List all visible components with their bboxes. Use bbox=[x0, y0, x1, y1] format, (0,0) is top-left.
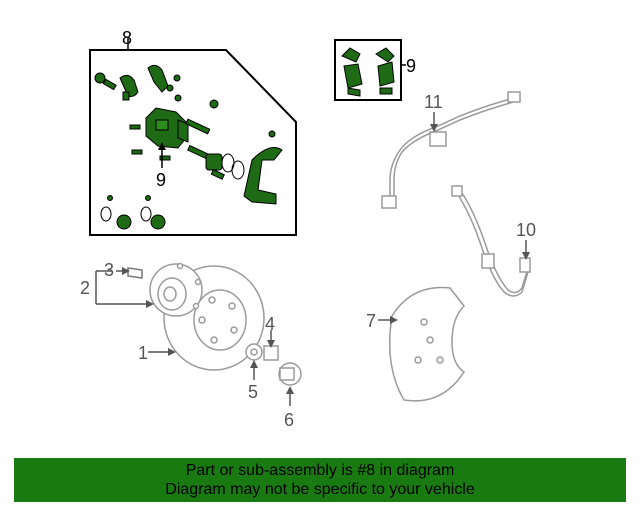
banner-line-2: Diagram may not be specific to your vehi… bbox=[165, 481, 475, 498]
callout-8: 8 bbox=[122, 28, 132, 48]
callout-9: 9 bbox=[406, 56, 416, 76]
callout-1: 1 bbox=[138, 343, 148, 363]
parts-diagram: 8 bbox=[80, 28, 536, 430]
info-banner: Part or sub-assembly is #8 in diagram Di… bbox=[14, 458, 626, 502]
dust-shield-icon bbox=[388, 286, 466, 402]
caliper-assembly-box bbox=[89, 49, 297, 236]
brake-pads-icon bbox=[341, 47, 395, 97]
brake-pads-group[interactable]: 9 bbox=[334, 39, 416, 101]
wheel-hub-icon bbox=[127, 262, 203, 317]
nut-icon bbox=[263, 345, 279, 361]
callout-4: 4 bbox=[265, 314, 275, 334]
callout-7: 7 bbox=[366, 311, 376, 331]
brake-hose-icon bbox=[451, 185, 531, 297]
washer-icon bbox=[245, 343, 263, 361]
brake-caliper-icon bbox=[94, 64, 283, 230]
caliper-assembly-group[interactable]: 8 bbox=[89, 28, 297, 236]
callout-3: 3 bbox=[104, 260, 114, 280]
rotor-hub-group[interactable]: 1 2 3 bbox=[80, 260, 265, 371]
hub-cap-group[interactable]: 6 bbox=[278, 362, 302, 430]
dust-shield-group[interactable]: 7 bbox=[366, 286, 466, 402]
callout-5: 5 bbox=[248, 382, 258, 402]
callout-9-inner: 9 bbox=[156, 170, 166, 190]
abs-sensor-lower-group[interactable]: 10 bbox=[451, 185, 536, 297]
callout-6: 6 bbox=[284, 410, 294, 430]
callout-2: 2 bbox=[80, 278, 90, 298]
washer-nut-group[interactable]: 4 5 bbox=[245, 314, 279, 402]
banner-line-1: Part or sub-assembly is #8 in diagram bbox=[185, 462, 455, 479]
callout-10: 10 bbox=[516, 220, 536, 240]
abs-sensor-upper-group[interactable]: 11 bbox=[381, 91, 521, 209]
abs-sensor-icon bbox=[381, 91, 521, 209]
callout-11: 11 bbox=[424, 92, 443, 112]
